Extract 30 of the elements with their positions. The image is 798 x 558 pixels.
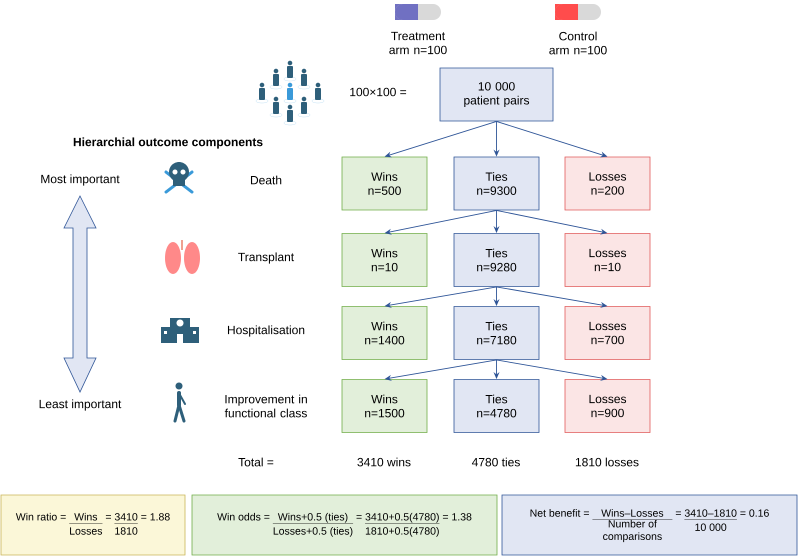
ties-box: Ties n=9300: [454, 156, 540, 210]
losses-box: Losses n=200: [564, 156, 650, 210]
row-label: Improvement in functional class: [224, 394, 307, 418]
wins-box: Wins n=500: [342, 156, 428, 210]
ties-box: Ties n=4780: [454, 379, 540, 433]
wins-box: Wins n=1400: [342, 306, 428, 360]
total-label: 1810 losses: [576, 458, 639, 466]
formula-box: Win odds = Wins+0.5 (ties) Losses+0.5 (ties) = 3410+0.5(4780) 1810+0.5(4780) = 1.38: [192, 494, 498, 556]
total-label: Total =: [238, 458, 274, 466]
scale-label: Least important: [40, 399, 122, 411]
heading: Hierarchial outcome components: [74, 137, 263, 149]
equation-label: 100×100 =: [350, 88, 406, 96]
ties-box: Ties n=7180: [454, 306, 540, 360]
scale-label: Most important: [41, 174, 120, 186]
total-label: 3410 wins: [357, 458, 411, 466]
formula-box: Win ratio = Wins Losses = 3410 1810 = 1.88: [0, 494, 186, 556]
row-label: Death: [250, 176, 282, 184]
ties-box: Ties n=9280: [454, 233, 540, 287]
pairs-box: 10 000 patient pairs: [440, 68, 554, 122]
losses-box: Losses n=10: [564, 233, 650, 287]
row-label: Hospitalisation: [228, 325, 304, 337]
wins-box: Wins n=10: [342, 233, 428, 287]
losses-box: Losses n=900: [564, 379, 650, 433]
arm-label: Treatment arm n=100: [389, 32, 447, 54]
wins-box: Wins n=1500: [342, 379, 428, 433]
losses-box: Losses n=700: [564, 306, 650, 360]
formula-box: Net benefit = Wins–Losses Number of comparisons = 3410–1810 10 000 = 0.16: [502, 494, 798, 556]
row-label: Transplant: [238, 252, 294, 264]
arm-label: Control arm n=100: [549, 32, 607, 54]
total-label: 4780 ties: [472, 458, 520, 466]
